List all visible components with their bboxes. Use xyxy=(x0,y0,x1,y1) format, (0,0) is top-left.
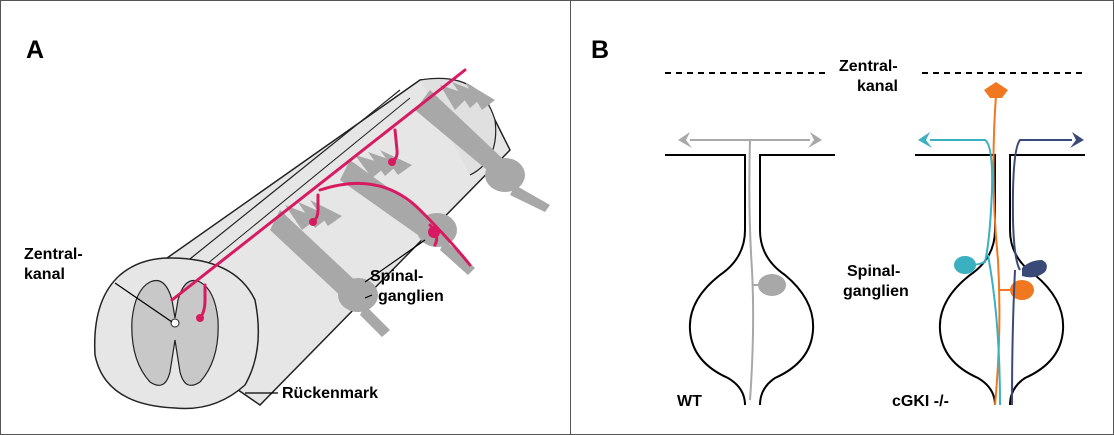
cgki-orange-neuron xyxy=(984,82,1034,405)
label-cgki-knockout: cGKI -/- xyxy=(892,393,949,411)
label-zentralkanal-b-line1: Zentral- xyxy=(839,58,898,76)
spinal-cord-drawing xyxy=(95,70,550,409)
wt-neuron xyxy=(690,140,810,400)
label-zentralkanal-a-line1: Zentral- xyxy=(24,246,83,264)
label-spinalganglien-b-line1: Spinal- xyxy=(847,263,900,281)
label-wt: WT xyxy=(677,393,702,411)
label-rueckenmark: Rückenmark xyxy=(282,385,378,403)
label-spinalganglien-a-line2: ganglien xyxy=(378,288,444,306)
label-zentralkanal-b-line2: kanal xyxy=(857,78,898,96)
central-canal xyxy=(171,319,179,327)
label-spinalganglien-b-line2: ganglien xyxy=(843,283,909,301)
panel-b-drawing xyxy=(665,73,1085,405)
label-zentralkanal-a-line2: kanal xyxy=(24,266,65,284)
label-spinalganglien-a-line1: Spinal- xyxy=(370,268,423,286)
cgki-cyan-neuron xyxy=(918,132,1000,405)
panel-a-letter: A xyxy=(26,36,44,65)
panel-b-letter: B xyxy=(591,36,609,65)
